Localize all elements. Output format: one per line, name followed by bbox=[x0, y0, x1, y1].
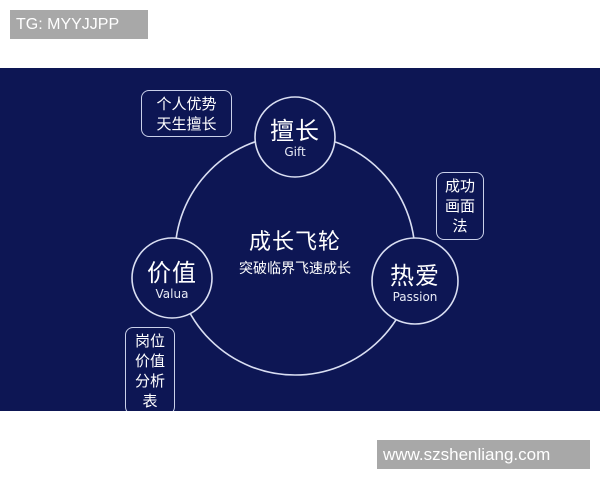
node-value: 价值 Valua bbox=[132, 259, 212, 301]
tag-passion-line: 画面 bbox=[444, 197, 475, 215]
tag-value: 岗位 价值 分析 表 bbox=[125, 327, 175, 411]
growth-flywheel-diagram: 成长飞轮 突破临界飞速成长 擅长 Gift 价值 Valua 热爱 Passio… bbox=[0, 68, 600, 411]
tag-passion-line: 成功 bbox=[444, 177, 475, 195]
node-circle-value bbox=[131, 237, 213, 319]
node-gift: 擅长 Gift bbox=[255, 117, 335, 159]
center-subtitle: 突破临界飞速成长 bbox=[239, 261, 351, 277]
tag-passion-line: 法 bbox=[452, 217, 468, 235]
node-passion-title: 热爱 bbox=[390, 262, 440, 290]
node-gift-subtitle: Gift bbox=[284, 145, 306, 159]
tag-gift-line: 个人优势 bbox=[156, 94, 217, 113]
tag-value-line: 价值 bbox=[134, 352, 165, 370]
center-label: 成长飞轮 突破临界飞速成长 bbox=[215, 230, 375, 278]
node-value-subtitle: Valua bbox=[155, 287, 189, 301]
node-passion-subtitle: Passion bbox=[392, 290, 438, 304]
node-value-title: 价值 bbox=[147, 259, 197, 287]
tag-gift: 个人优势 天生擅长 bbox=[141, 90, 232, 137]
node-circle-gift bbox=[254, 96, 336, 178]
watermark-top-left: TG: MYYJJPP bbox=[10, 10, 148, 39]
node-passion: 热爱 Passion bbox=[372, 262, 458, 304]
tag-value-line: 岗位 bbox=[134, 332, 165, 350]
center-title: 成长飞轮 bbox=[248, 230, 341, 255]
diagram-lines bbox=[131, 96, 459, 376]
tag-gift-line: 天生擅长 bbox=[156, 114, 217, 133]
watermark-bottom-right: www.szshenliang.com bbox=[377, 440, 590, 469]
node-circle-passion bbox=[371, 237, 459, 325]
tag-passion: 成功 画面 法 bbox=[436, 172, 484, 240]
node-gift-title: 擅长 bbox=[270, 117, 320, 145]
tag-value-line: 表 bbox=[142, 392, 158, 410]
tag-value-line: 分析 bbox=[134, 372, 165, 390]
